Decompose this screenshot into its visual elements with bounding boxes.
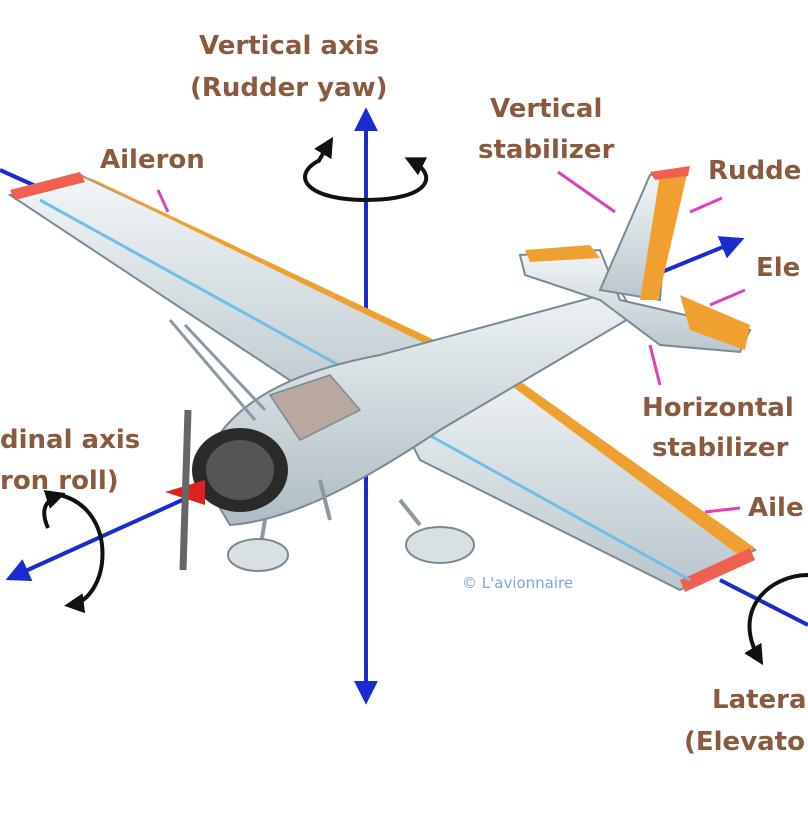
pitch-rotation-icon (744, 573, 808, 666)
roll-rotation-icon (42, 489, 105, 614)
label-vertical-axis: Vertical axis (199, 31, 380, 61)
label-elevator: Ele (756, 253, 801, 283)
lateral-axis-line-right (719, 578, 808, 627)
label-longitudinal-axis: dinal axis (0, 425, 141, 455)
landing-gear (227, 479, 475, 572)
engine-cowling (165, 409, 288, 571)
longitudinal-axis-line (5, 490, 201, 582)
leader-lines (156, 170, 746, 514)
propeller (179, 409, 192, 571)
label-aileron-roll: ron roll) (0, 466, 119, 496)
label-horizontal-stabilizer-2: stabilizer (652, 433, 789, 463)
vertical-stabilizer (598, 166, 690, 302)
credit-text: © L'avionnaire (462, 574, 574, 592)
label-elevator-pitch: (Elevato (684, 727, 805, 757)
left-wing (7, 172, 462, 422)
label-lateral-axis: Latera (712, 685, 807, 715)
yaw-rotation-icon (303, 136, 429, 203)
horizontal-stabilizer (518, 245, 752, 354)
label-vertical-stabilizer-1: Vertical (490, 94, 603, 124)
label-rudder: Rudde (708, 156, 802, 186)
label-horizontal-stabilizer-1: Horizontal (642, 393, 794, 423)
label-rudder-yaw: (Rudder yaw) (190, 73, 388, 103)
label-aileron-top: Aileron (100, 145, 205, 175)
label-vertical-stabilizer-2: stabilizer (478, 135, 615, 165)
label-aileron-right: Aile (748, 493, 804, 523)
